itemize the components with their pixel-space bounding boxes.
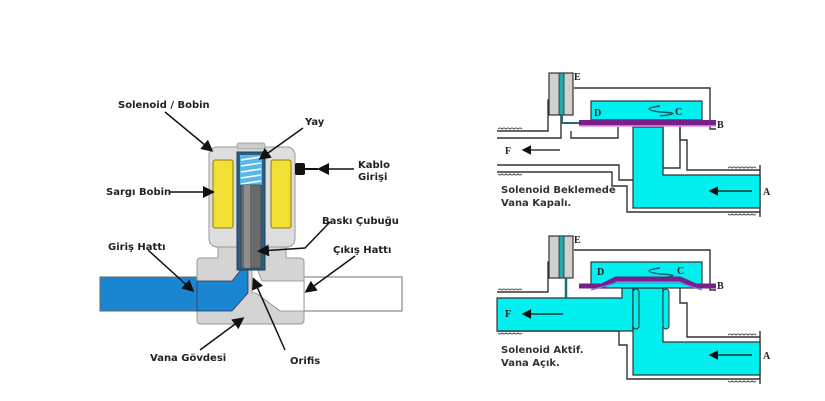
arrow-inlet [147,249,195,293]
solenoid-valve-diagram: Solenoid / Bobin Yay Kablo Girişi Sargı … [99,100,403,367]
label-cable: Kablo [358,160,390,171]
outlet-passage [251,265,305,312]
label-coil: Sargı Bobin [106,187,171,198]
pilot-plunger [558,72,565,116]
thread-a-top [727,166,757,169]
label-c: C [677,266,684,277]
pilot-valve-closed: E D C B F A Solenoid Beklemede Vana Kapa… [497,72,771,217]
label-a: A [763,351,771,362]
label-d: D [594,108,601,119]
label-e: E [574,235,581,246]
label-b: B [717,281,724,292]
housing-cap [236,142,266,150]
chamber-spring [648,105,674,117]
thread-f-top [497,127,523,130]
inlet-fluid [632,126,761,209]
label-solenoid: Solenoid / Bobin [118,100,210,111]
arrow-body [199,317,245,351]
coil-right [270,159,292,229]
plunger-highlight [244,185,250,268]
label-a: A [763,187,771,198]
arrow-solenoid [164,111,214,152]
upper-chamber [590,100,703,121]
spring [240,155,262,185]
chamber-spring [648,267,674,279]
diaphragm-edge [590,282,703,291]
arrow-orifice [252,277,286,351]
label-d: D [597,267,604,278]
label-cable-2: Girişi [358,172,387,183]
thread-f-bottom [497,332,523,335]
label-spring: Yay [304,117,325,128]
label-inlet: Giriş Hattı [108,242,166,253]
thread-f-top [497,288,523,291]
label-body: Vana Gövdesi [150,353,226,364]
thread-f-bottom [497,173,523,176]
arrow-spring [258,127,304,160]
seat-post-right [662,288,670,330]
label-c: C [675,107,682,118]
label-f: F [505,309,511,320]
diaphragm [579,276,716,289]
seat-post-left [632,288,640,330]
caption-line-1: Solenoid Beklemede [501,185,616,196]
diaphragm [579,120,716,126]
arrow-plunger [257,221,331,257]
caption-line-1: Solenoid Aktif. [501,345,584,356]
cable-entry [295,163,305,175]
label-e: E [574,72,581,83]
label-plunger: Baskı Çubuğu [322,215,399,227]
label-outlet: Çıkış Hattı [333,245,391,256]
inlet-pipe [99,276,211,312]
inlet-fluid [632,287,761,376]
arrow-outlet [304,255,356,293]
coil-left [212,159,234,229]
caption-line-2: Vana Açık. [501,358,560,369]
thread-a-bottom [727,213,757,216]
thread-a-top [727,333,757,336]
thread-a-bottom [727,380,757,383]
pilot-valve-open: E D C B F A Solenoid Aktif. Vana Açık. [496,235,771,384]
inlet-fluid [196,265,249,312]
label-b: B [717,120,724,131]
caption-line-2: Vana Kapalı. [501,198,571,209]
pilot-plunger [558,235,565,279]
label-f: F [505,146,511,157]
label-orifice: Orifis [290,356,320,367]
